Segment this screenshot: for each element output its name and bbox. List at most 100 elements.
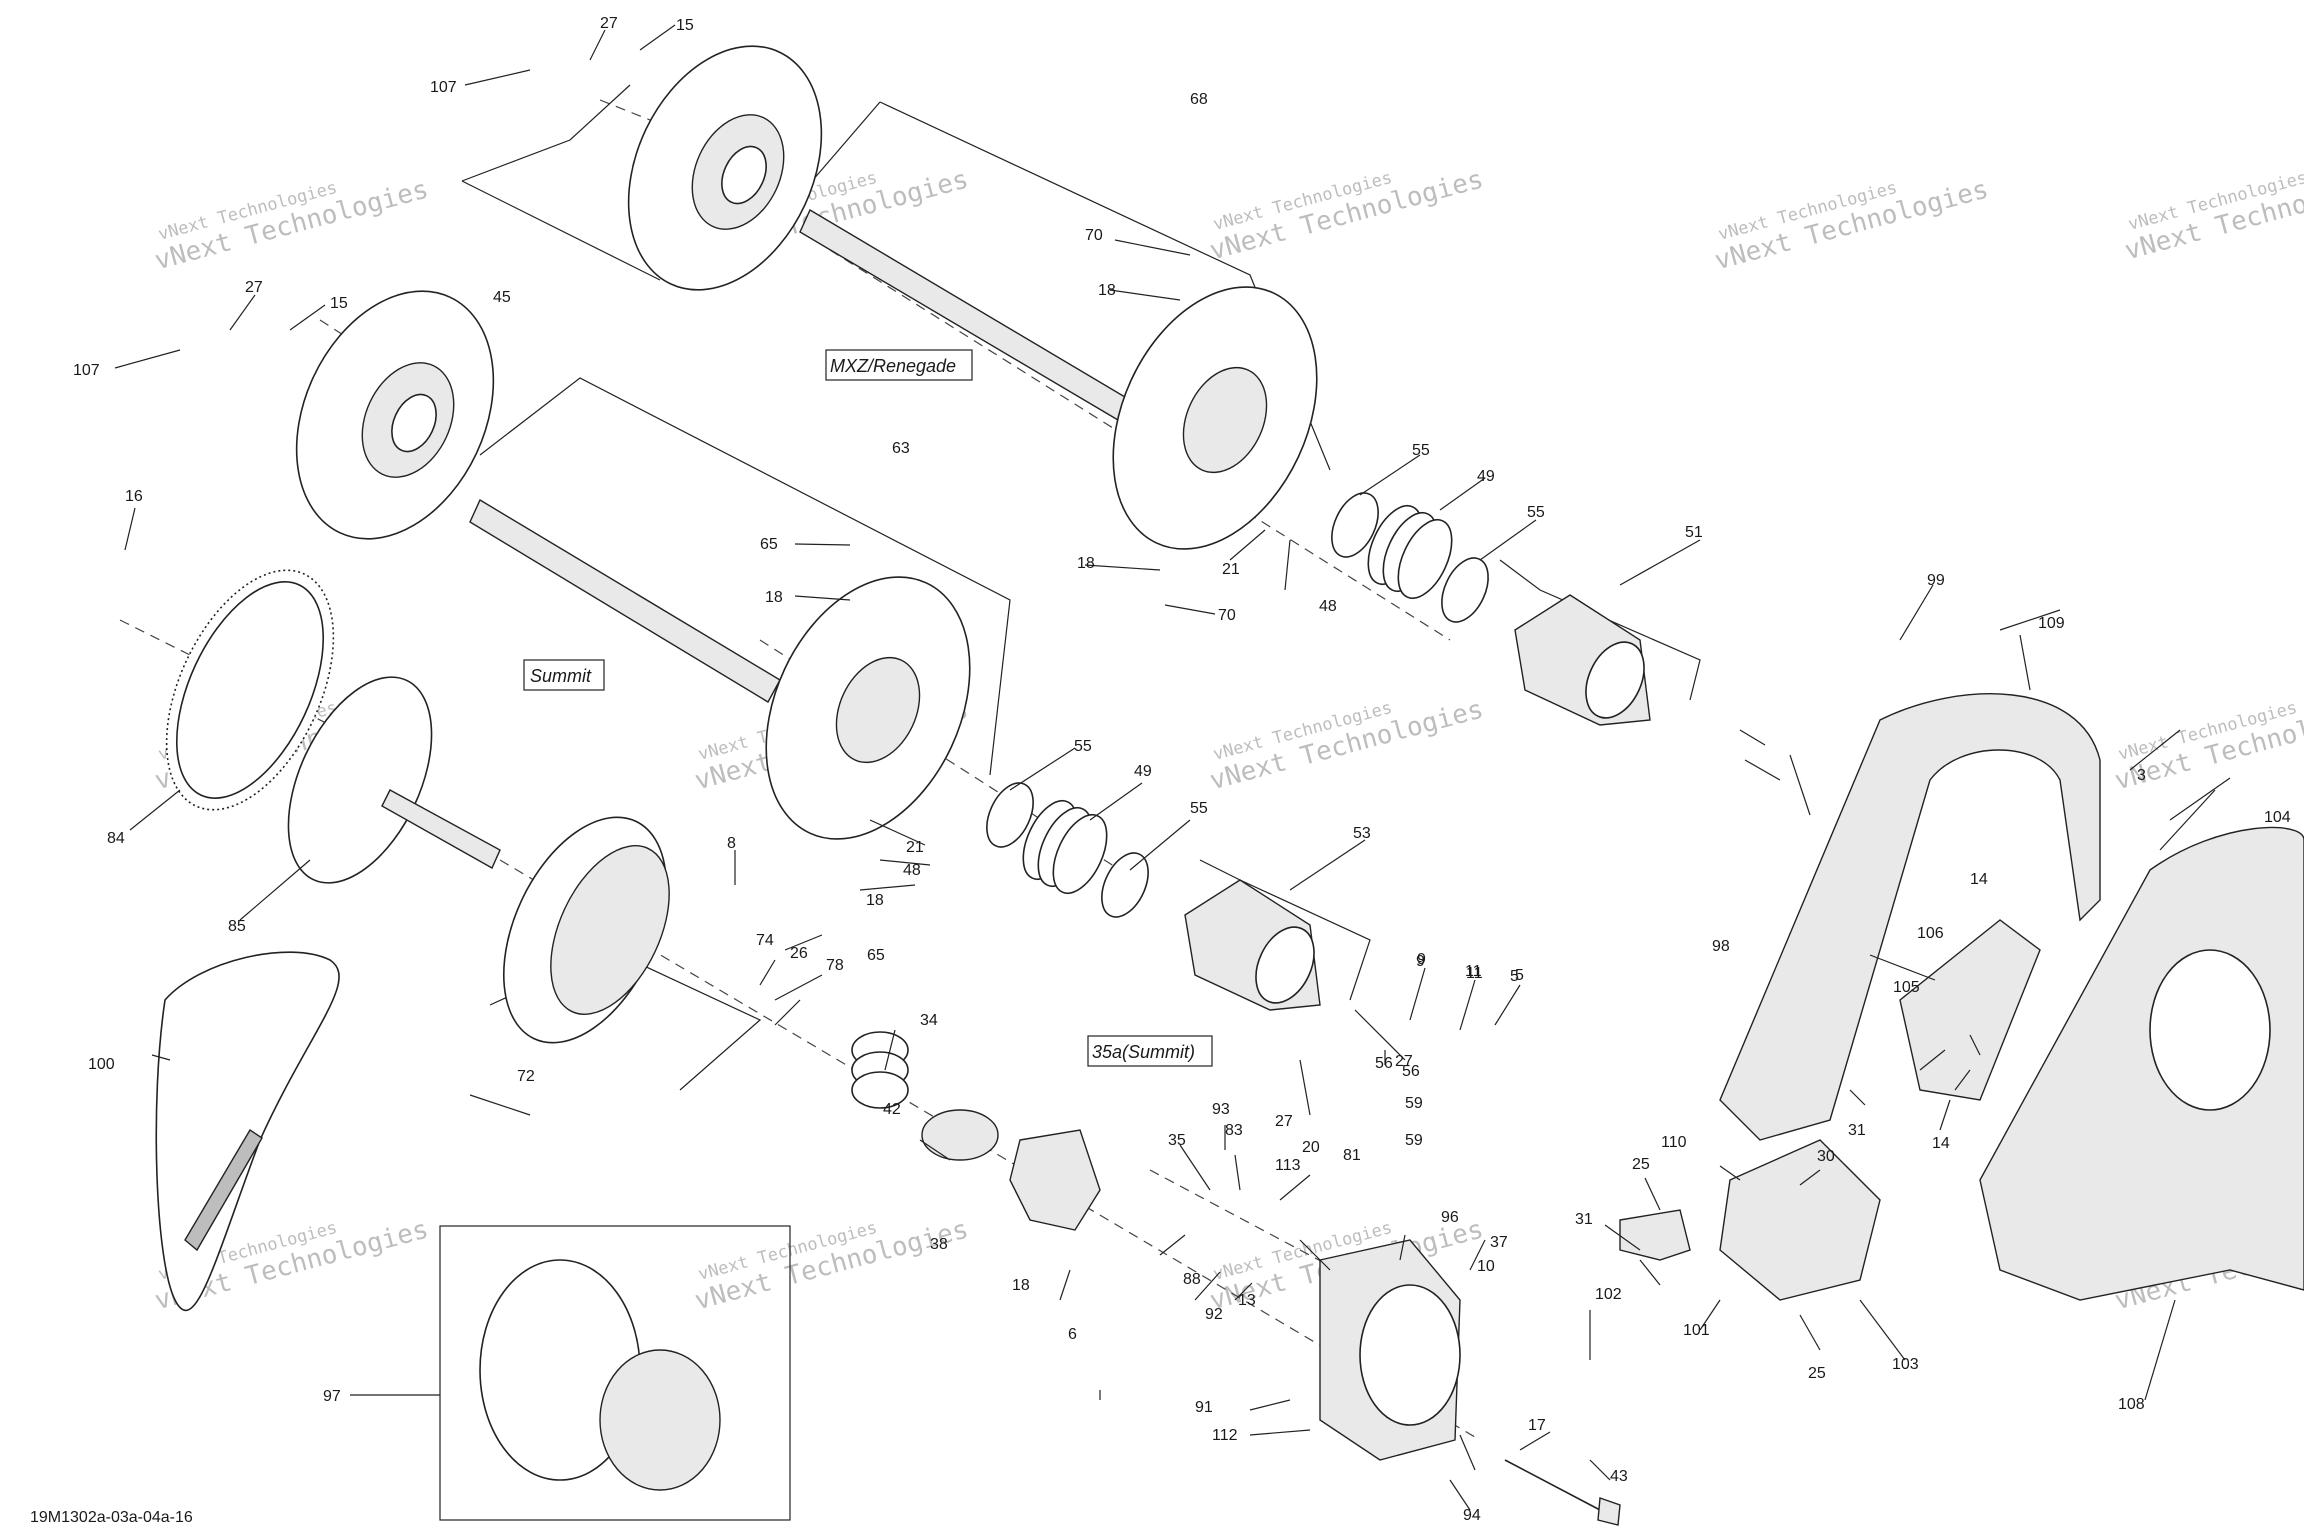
- part-callout: 94: [1463, 1507, 1481, 1524]
- part-callout: 45: [493, 289, 511, 306]
- part-callout: 18: [1077, 555, 1095, 572]
- part-callout: 55: [1527, 504, 1545, 521]
- watermark: vNext Technologies vNext Technologies: [692, 1214, 972, 1316]
- part-callout: 107: [430, 79, 457, 96]
- belt-guard-cover: [1979, 826, 2304, 1301]
- part-callout: 70: [1085, 227, 1103, 244]
- part-callout: 10: [1477, 1258, 1495, 1275]
- part-callout: 107: [73, 362, 100, 379]
- part-callout: 53: [1353, 825, 1371, 842]
- part-callout: 18: [1098, 282, 1116, 299]
- shaft-mxz: [799, 208, 1318, 550]
- part-callout: 106: [1917, 925, 1944, 942]
- part-callout: 30: [1817, 1148, 1835, 1165]
- drive-belt: [155, 951, 340, 1312]
- part-callout: 59: [1405, 1132, 1423, 1149]
- part-callout: 20: [1302, 1139, 1320, 1156]
- part-callout: 8: [727, 835, 736, 852]
- part-callout: 5: [1515, 967, 1524, 984]
- part-callout: 68: [1190, 91, 1208, 108]
- part-callout: 100: [88, 1056, 115, 1073]
- part-callout: 35: [1168, 1132, 1186, 1149]
- model-label-box: [523, 659, 605, 691]
- part-callout: 42: [883, 1101, 901, 1118]
- part-callout: 96: [1441, 1209, 1459, 1226]
- part-callout: 25: [1808, 1365, 1826, 1382]
- part-callouts: 107 27 15 68 45 70 18 107 27 15 63 65 18…: [30, 15, 2291, 1526]
- part-callout: 25: [1632, 1156, 1650, 1173]
- part-callout: 85: [228, 918, 246, 935]
- part-callout: 9: [1417, 951, 1426, 968]
- part-callout: 49: [1134, 763, 1152, 780]
- drive-pulley-upper-sheave: [627, 45, 823, 291]
- part-callout: 5: [1510, 968, 1519, 985]
- part-callout: 26: [790, 945, 808, 962]
- drawing-code: 19M1302a-03a-04a-16: [30, 1509, 193, 1526]
- part-callout: 93: [1212, 1101, 1230, 1118]
- part-callout: 78: [826, 957, 844, 974]
- cam-upper: [1514, 594, 1651, 726]
- part-callout: 27: [1395, 1053, 1413, 1070]
- part-callout: 27: [600, 15, 618, 32]
- part-callout: 18: [866, 892, 884, 909]
- part-callout: 101: [1683, 1322, 1710, 1339]
- model-label-35a-summit: 35a(Summit): [1092, 1042, 1195, 1062]
- part-callout: 83: [1225, 1122, 1243, 1139]
- leader-lines: [114, 24, 2231, 1511]
- part-callout: 113: [1275, 1157, 1301, 1174]
- part-callout: 112: [1212, 1427, 1238, 1444]
- watermark: vNext Technologies vNext Technologies: [152, 174, 432, 276]
- part-callout: 27: [1275, 1113, 1293, 1130]
- part-callout: 27: [245, 279, 263, 296]
- bolt-43: [1504, 1459, 1621, 1526]
- part-callout: 17: [1528, 1417, 1546, 1434]
- part-callout: 74: [756, 932, 774, 949]
- part-callout: 81: [1343, 1147, 1361, 1164]
- part-callout: 72: [517, 1068, 535, 1085]
- part-callout: 14: [1970, 871, 1988, 888]
- bracket-102: [1619, 1209, 1691, 1261]
- part-callout: 59: [1405, 1095, 1423, 1112]
- bracket-103: [1719, 1139, 1881, 1301]
- spring-lower: [986, 782, 1149, 918]
- model-labels: MXZ/Renegade Summit 35a(Summit): [523, 349, 1213, 1067]
- part-callout: 48: [1319, 598, 1337, 615]
- driven-pulley-housing: [1319, 1239, 1461, 1461]
- part-callout: 31: [1575, 1211, 1593, 1228]
- part-callout: 48: [903, 862, 921, 879]
- part-callout: 99: [1927, 572, 1945, 589]
- part-callout: 18: [765, 589, 783, 606]
- model-label-mxz-renegade: MXZ/Renegade: [830, 356, 956, 376]
- movable-sheave-housing: [502, 816, 670, 1044]
- part-callout: 56: [1375, 1055, 1393, 1072]
- watermark: vNext Technologies vNext Technologies: [1207, 694, 1487, 796]
- part-callout: 49: [1477, 468, 1495, 485]
- part-callout: 97: [323, 1388, 341, 1405]
- part-callout: 63: [892, 440, 910, 457]
- part-callout: 105: [1893, 979, 1920, 996]
- part-callout: 43: [1610, 1468, 1628, 1485]
- model-label-box: [1087, 1035, 1213, 1067]
- part-callout: 65: [867, 947, 885, 964]
- part-callout: 56: [1402, 1063, 1420, 1080]
- part-callout: 102: [1595, 1286, 1622, 1303]
- part-callout: 109: [2038, 615, 2065, 632]
- belt-guard-frame: [1719, 693, 2101, 1141]
- part-callout: 15: [676, 17, 694, 34]
- part-callout: 21: [1222, 561, 1240, 578]
- model-label-summit: Summit: [530, 666, 592, 686]
- variant-box-97: [439, 1225, 791, 1521]
- part-callout: 21: [906, 839, 924, 856]
- part-callout: 108: [2118, 1396, 2145, 1413]
- ring-gear: [165, 569, 335, 811]
- part-callout: 9: [1416, 953, 1425, 970]
- shaft-summit: [469, 498, 971, 840]
- part-callout: 51: [1685, 524, 1703, 541]
- watermark: vNext Technologies vNext Technologies: [2122, 164, 2304, 266]
- part-callout: 55: [1412, 442, 1430, 459]
- part-callout: 31: [1848, 1122, 1866, 1139]
- part-callout: 11: [1466, 965, 1483, 982]
- part-callout: 34: [920, 1012, 938, 1029]
- spring-upper: [1331, 492, 1489, 623]
